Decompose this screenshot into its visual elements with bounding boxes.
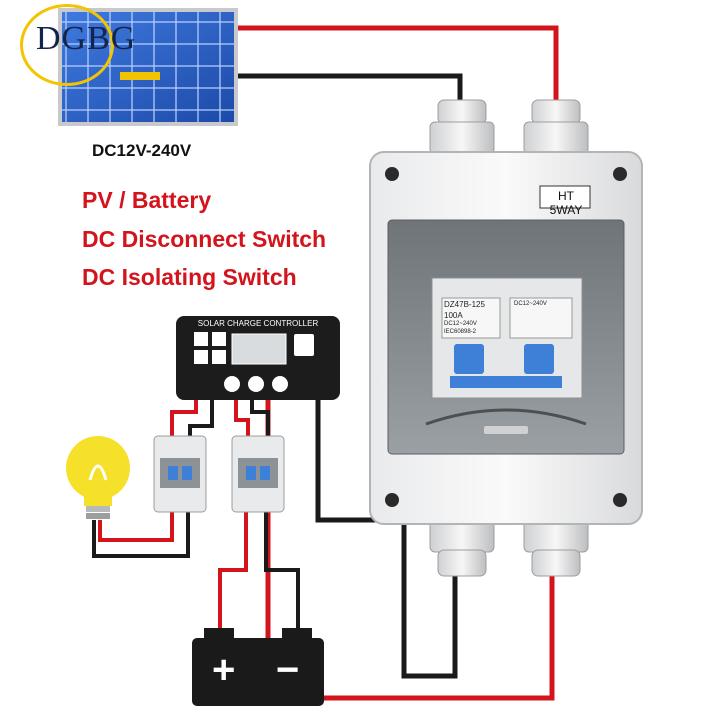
batt-black-wire-a	[250, 395, 270, 438]
breaker-model: DZ47B-125	[444, 300, 485, 309]
screw-icon	[613, 493, 627, 507]
breaker-standard: IEC60898-2	[444, 329, 477, 335]
screw-icon	[385, 167, 399, 181]
battery-minus-icon: −	[276, 648, 300, 692]
panel-black-wire	[212, 73, 463, 100]
load-red-wire	[170, 395, 198, 438]
control-knob	[248, 376, 264, 392]
controller-title: SOLAR CHARGE CONTROLLER	[197, 319, 319, 328]
lcd-screen	[231, 333, 287, 365]
battery-black-wire	[264, 510, 300, 630]
voltage-caption: DC12V-240V	[92, 141, 192, 160]
breaker-toggle	[524, 344, 554, 374]
cable-gland-bottom-left	[429, 519, 495, 577]
headline-line-1: PV / Battery	[82, 187, 212, 213]
output-black-wire	[315, 395, 458, 679]
enclosure-label: HT 5WAY	[549, 189, 583, 217]
cable-gland-top-left	[429, 99, 495, 155]
headline-line-2: DC Disconnect Switch	[82, 226, 327, 252]
control-knob	[224, 376, 240, 392]
cover-hinge	[425, 408, 587, 426]
distribution-enclosure	[369, 151, 643, 525]
wiring	[92, 25, 559, 701]
breaker-toggle	[454, 344, 484, 374]
breaker-rating: 100A	[444, 311, 463, 320]
junction-tag	[120, 72, 160, 80]
mini-isolator-left	[153, 435, 207, 513]
bulb-red-wire	[98, 510, 174, 542]
panel-red-wire	[212, 25, 559, 100]
screw-icon	[613, 167, 627, 181]
mini-isolator-right	[231, 435, 285, 513]
breaker-spec: DC12~240V	[444, 321, 477, 327]
cable-gland-top-right	[523, 99, 589, 155]
batt-red-wire-a	[234, 395, 250, 438]
light-bulb-icon	[66, 436, 130, 519]
breaker-right-spec: DC12~240V	[514, 301, 547, 307]
headline-line-3: DC Isolating Switch	[82, 264, 297, 290]
solar-charge-controller	[176, 316, 340, 400]
control-knob	[272, 376, 288, 392]
cable-gland-bottom-right	[523, 519, 589, 577]
bulb-black-wire	[92, 510, 190, 558]
battery-plus-icon: +	[212, 648, 236, 692]
logo-ring	[20, 4, 114, 86]
battery-icon	[192, 628, 324, 706]
battery-red-wire	[218, 510, 248, 630]
usb-port-icon	[294, 334, 314, 356]
load-black-wire	[188, 395, 214, 438]
brand-logo: DGBG	[36, 20, 137, 57]
screw-icon	[385, 493, 399, 507]
